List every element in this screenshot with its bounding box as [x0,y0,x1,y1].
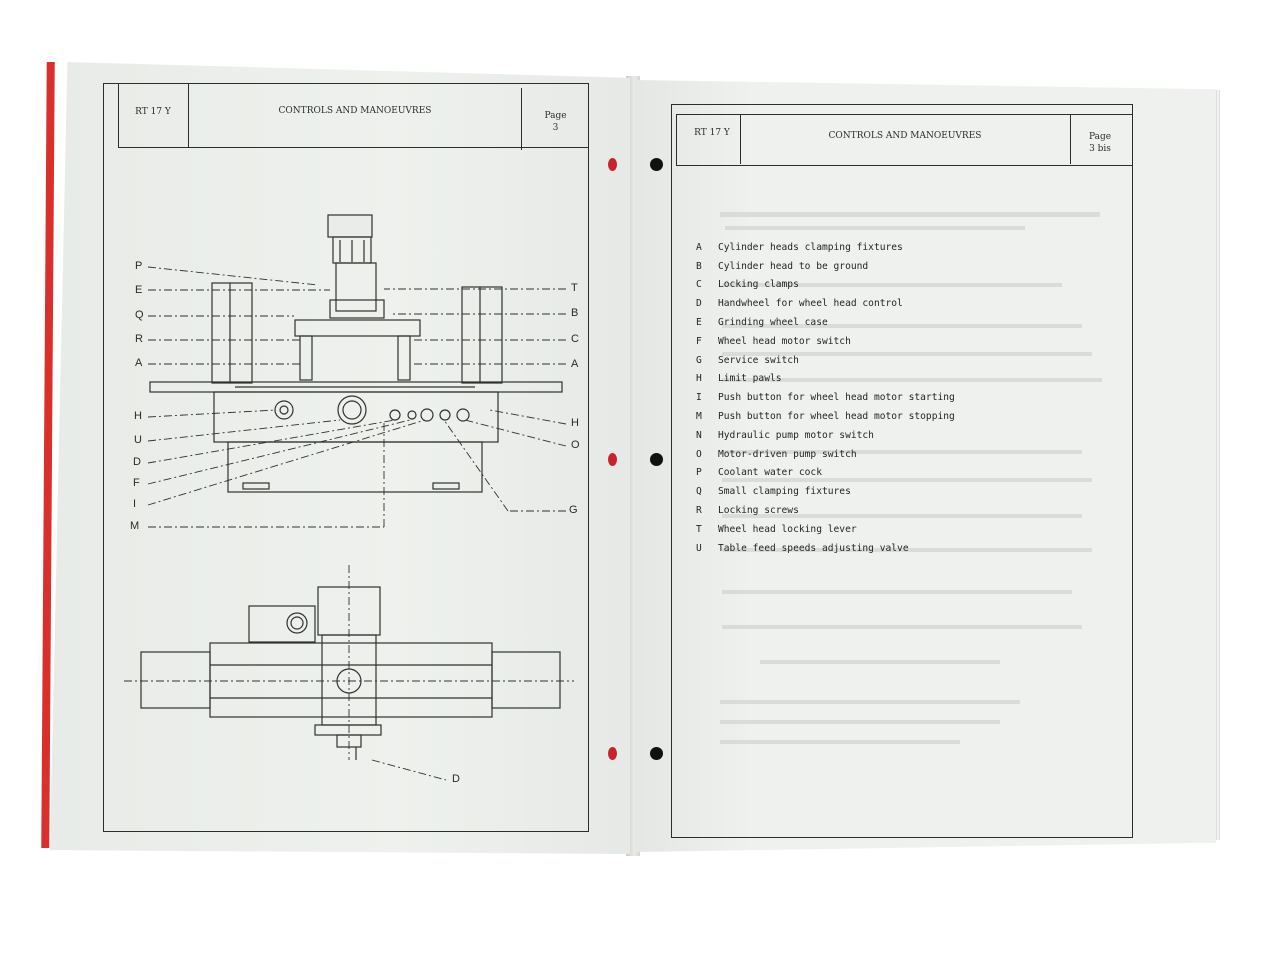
right-page-frame [671,104,1133,838]
callout-c: C [571,333,579,345]
callout-b: B [571,307,579,319]
legend-item: I Push button for wheel head motor starti… [696,388,955,407]
legend-text: Hydraulic pump motor switch [718,429,874,441]
punch-hole-edge [608,158,617,171]
callout-g: G [569,504,578,516]
legend-text: Motor-driven pump switch [718,448,857,460]
punch-hole-edge [608,453,617,466]
callout-e: E [135,284,143,296]
left-page-title: CONTROLS AND MANOEUVRES [278,106,432,116]
legend-item: R Locking screws [696,501,955,520]
legend-key: G [696,354,702,366]
legend-text: Wheel head locking lever [718,523,857,535]
legend-key: F [696,335,702,347]
legend-key: A [696,241,702,253]
legend-item: P Coolant water cock [696,464,955,483]
legend-text: Service switch [718,354,799,366]
legend-item: G Service switch [696,351,955,370]
legend-text: Push button for wheel head motor startin… [718,392,955,404]
callout-m: M [130,520,140,532]
legend-text: Push button for wheel head motor stoppin… [718,411,955,423]
legend-key: O [696,448,702,460]
callout-f: F [133,477,140,489]
legend-text: Cylinder head to be ground [718,260,869,272]
legend-key: D [696,298,702,310]
punch-hole [650,158,663,171]
punch-hole [650,747,663,760]
callout-u: U [134,434,142,446]
right-header-box [676,114,1133,166]
legend-key: I [696,392,702,404]
legend-text: Table feed speeds adjusting valve [718,542,909,554]
legend-key: P [696,467,702,479]
left-header-box [118,83,588,148]
left-page-word: Page [544,111,567,121]
legend-item: D Handwheel for wheel head control [696,294,955,313]
legend-key: Q [696,486,702,498]
legend-text: Coolant water cock [718,467,822,479]
legend-text: Cylinder heads clamping fixtures [718,241,903,253]
left-page-number: 3 [552,123,559,133]
legend-key: M [696,411,702,423]
legend-text: Wheel head motor switch [718,335,851,347]
legend-key: E [696,317,702,329]
callout-a: A [135,357,143,369]
legend-item: N Hydraulic pump motor switch [696,426,955,445]
legend-item: E Grinding wheel case [696,313,955,332]
callout-t: T [571,282,578,294]
legend-item: U Table feed speeds adjusting valve [696,539,955,558]
legend-item: Q Small clamping fixtures [696,482,955,501]
legend-item: A Cylinder heads clamping fixtures [696,238,955,257]
callout-i: I [133,498,137,510]
right-page-title: CONTROLS AND MANOEUVRES [828,131,982,141]
legend-text: Limit pawls [718,373,782,385]
legend-text: Locking clamps [718,279,799,291]
callout-a-right: A [571,358,579,370]
left-header-divider-2 [521,88,522,150]
callout-q: Q [135,309,144,321]
callout-h: H [134,410,142,422]
legend-item: F Wheel head motor switch [696,332,955,351]
callout-h-right: H [571,417,579,429]
right-header-divider-2 [1070,114,1071,164]
callout-d-bottom: D [452,773,460,785]
legend-key: R [696,505,702,517]
callout-o: O [571,439,580,451]
right-page-number: 3 bis [1089,144,1111,154]
legend-key: T [696,523,702,535]
left-page-frame [103,83,589,832]
legend-item: M Push button for wheel head motor stoppi… [696,407,955,426]
legend-key: C [696,279,702,291]
legend-key: U [696,542,702,554]
legend-text: Grinding wheel case [718,317,828,329]
legend-key: H [696,373,702,385]
punch-hole-edge [608,747,617,760]
callout-d: D [133,456,141,468]
callout-r: R [135,333,143,345]
legend-item: H Limit pawls [696,370,955,389]
legend-item: T Wheel head locking lever [696,520,955,539]
right-header-divider-1 [740,114,741,164]
right-page-word: Page [1088,132,1112,142]
legend-text: Locking screws [718,505,799,517]
left-model-code: RT 17 Y [135,107,171,117]
legend-key: N [696,429,702,441]
right-model-code: RT 17 Y [694,128,730,138]
legend-text: Small clamping fixtures [718,486,851,498]
legend-item: B Cylinder head to be ground [696,257,955,276]
legend-key: B [696,260,702,272]
punch-hole [650,453,663,466]
callout-p: P [135,260,143,272]
legend-item: C Locking clamps [696,276,955,295]
left-page [50,62,630,854]
left-header-divider-1 [188,83,189,147]
legend-item: O Motor-driven pump switch [696,445,955,464]
legend-text: Handwheel for wheel head control [718,298,903,310]
